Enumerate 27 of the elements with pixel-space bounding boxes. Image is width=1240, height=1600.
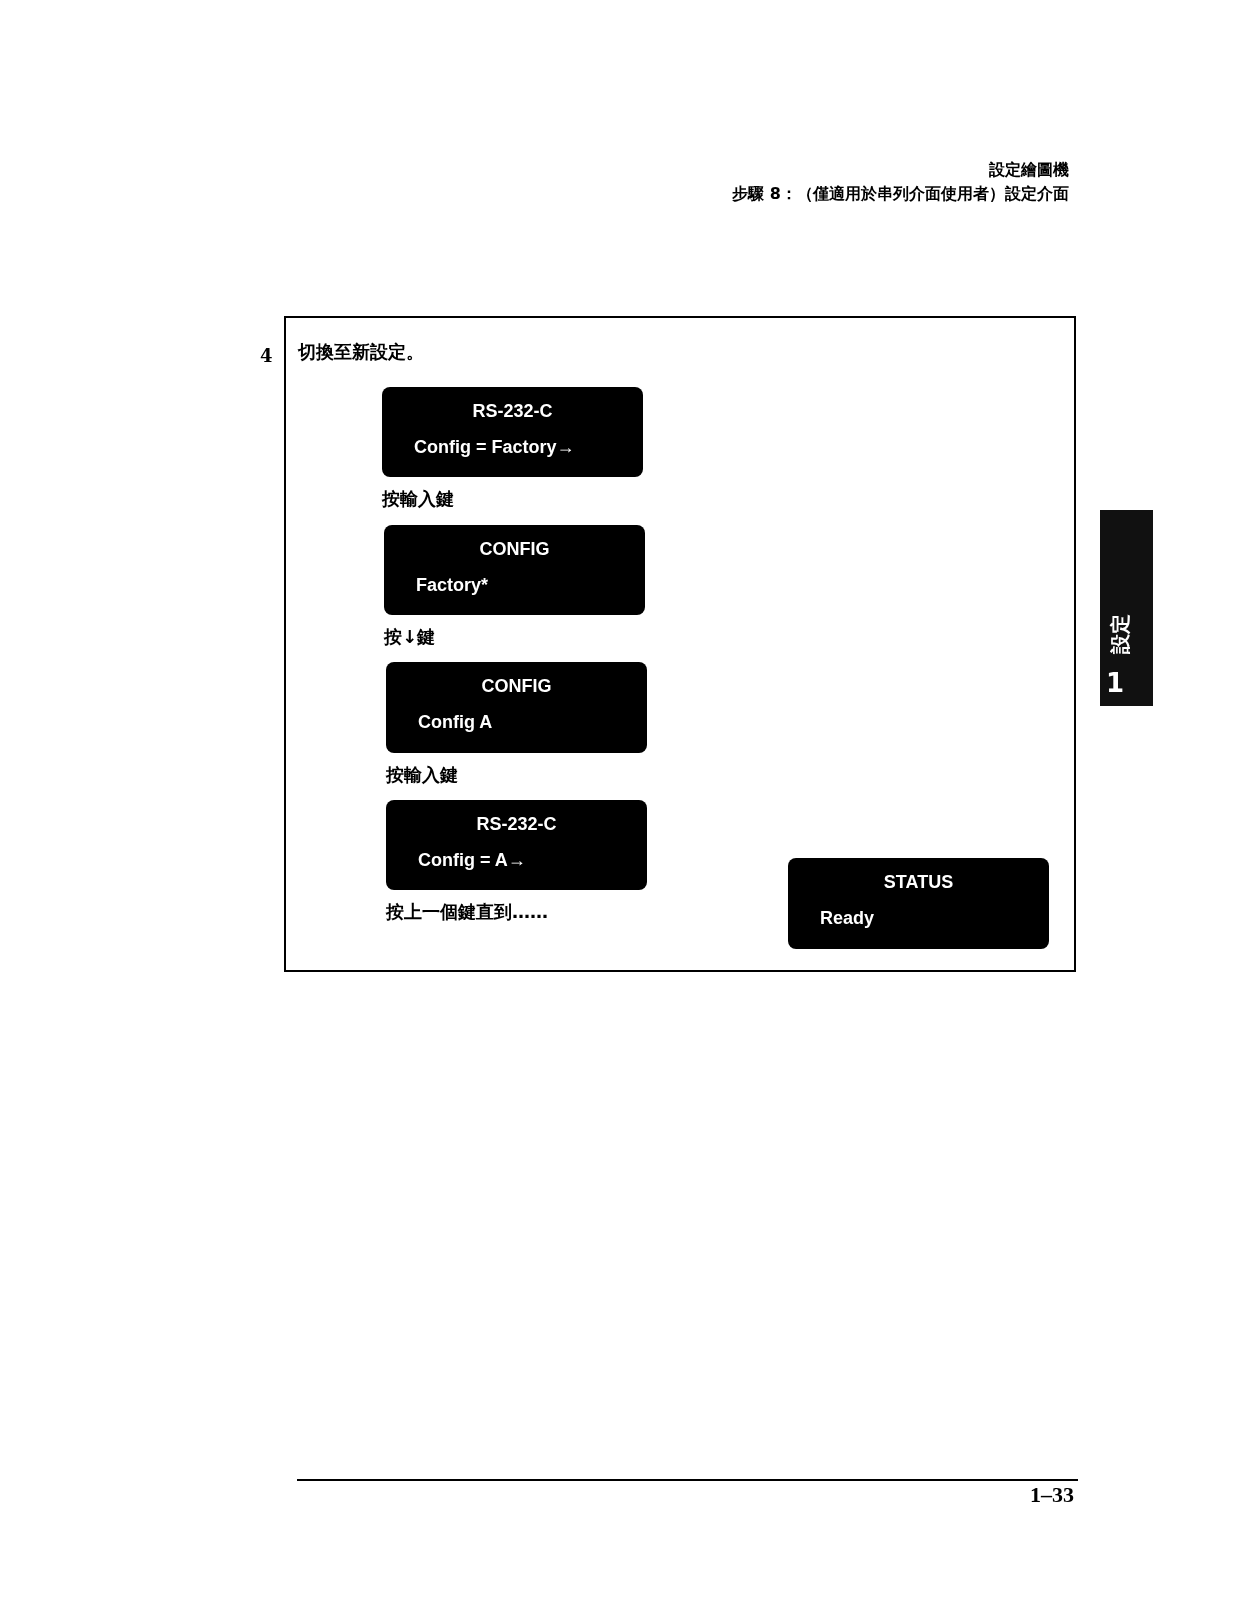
tab-label: 設定: [1106, 613, 1133, 654]
display-screen: [384, 525, 645, 615]
display-title: STATUS: [882, 872, 955, 893]
display-value: Config = Factory→: [414, 437, 575, 458]
section-header: 設定繪圖機: [989, 160, 1069, 181]
key-instruction: 按輸入鍵: [386, 763, 458, 787]
display-screen: [386, 800, 647, 890]
step-instruction: 切換至新設定。: [298, 340, 424, 364]
display-screen: [386, 662, 647, 753]
page-number: 1–33: [1030, 1482, 1074, 1508]
display-title: RS-232-C: [475, 814, 558, 835]
display-title: RS-232-C: [471, 401, 554, 422]
step-number: 4: [260, 345, 273, 366]
display-screen: [382, 387, 643, 477]
display-value: Ready: [820, 908, 875, 929]
tab-number: 1: [1106, 668, 1125, 698]
display-value: Config A: [418, 712, 493, 733]
section-header: 步驟 8：（僅適用於串列介面使用者）設定介面: [732, 184, 1069, 205]
display-screen: [788, 858, 1049, 949]
key-instruction: 按上一個鍵直到……: [386, 900, 548, 924]
step-frame: [284, 316, 1076, 972]
display-title: CONFIG: [478, 539, 551, 560]
key-instruction: 按↓鍵: [384, 625, 436, 649]
display-title: CONFIG: [480, 676, 553, 697]
key-instruction: 按輸入鍵: [382, 487, 454, 511]
display-value: Factory*: [416, 575, 489, 596]
display-value: Config = A→: [418, 850, 526, 871]
